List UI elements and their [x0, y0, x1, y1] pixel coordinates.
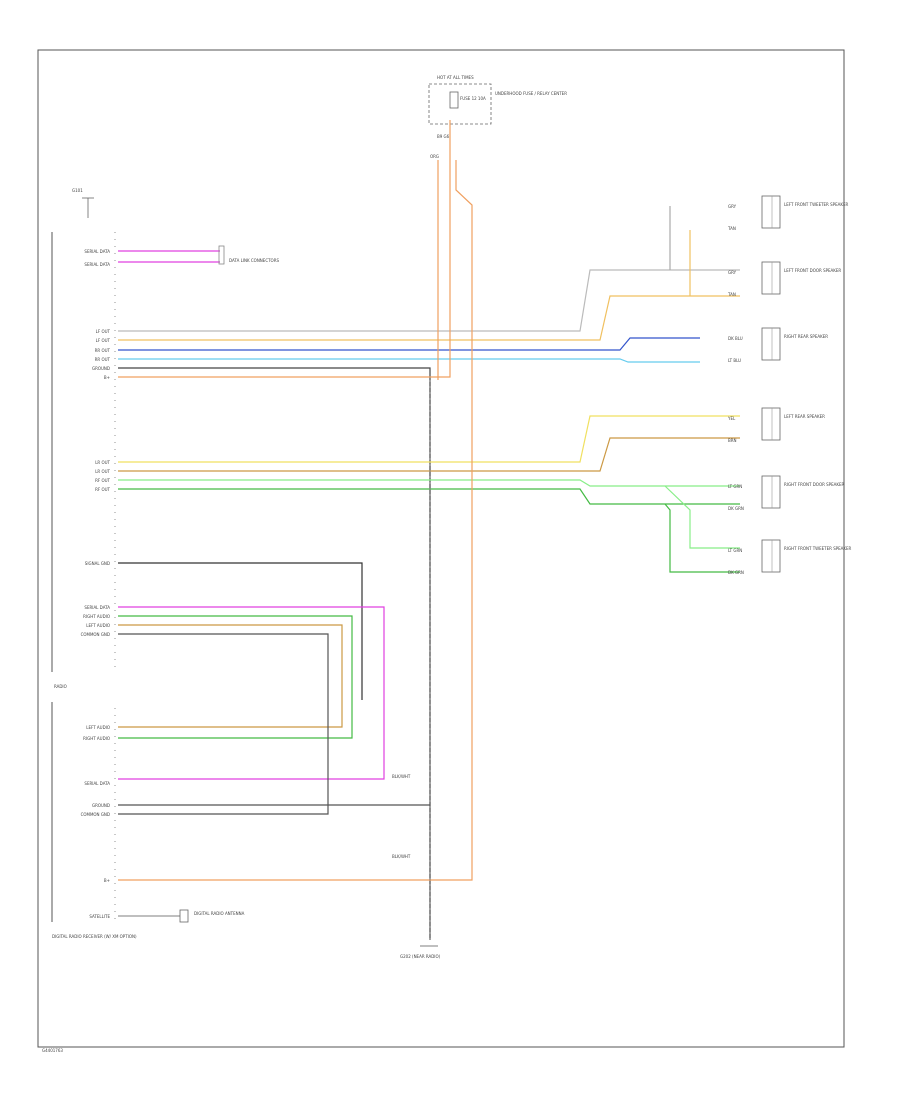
radio-pin-label: RR OUT — [95, 357, 111, 362]
radio-pin-label: RF OUT — [95, 478, 110, 483]
wire — [118, 367, 431, 940]
fuse-box — [428, 83, 492, 125]
speaker: LEFT REAR SPEAKER YEL BRN — [727, 407, 825, 443]
radio-pin-label: LEFT AUDIO — [86, 623, 110, 628]
fuse-element — [449, 91, 459, 109]
ground-top: G101 — [72, 188, 94, 218]
fuse-header: HOT AT ALL TIMES — [437, 75, 474, 80]
speaker: LEFT FRONT DOOR SPEAKER GRY TAN — [727, 261, 841, 297]
radio-pin-label: SERIAL DATA — [84, 262, 110, 267]
diagram-frame — [37, 49, 845, 1048]
radio-pin-label: SIGNAL GND — [85, 561, 110, 566]
receiver-pin-label: COMMON GND — [81, 812, 110, 817]
wire — [118, 437, 740, 472]
radio-pin-label: SERIAL DATA — [84, 605, 110, 610]
wire — [664, 503, 740, 573]
receiver-pin-label: LEFT AUDIO — [86, 725, 110, 730]
wire — [118, 120, 451, 378]
fuse-block: HOT AT ALL TIMES FUSE 12 10A UNDERHOOD F… — [428, 75, 567, 159]
radio-pin-label: GROUND — [92, 366, 110, 371]
speaker: LEFT FRONT TWEETER SPEAKER GRY TAN — [727, 195, 848, 231]
wire — [118, 479, 740, 487]
speaker-label: RIGHT FRONT TWEETER SPEAKER — [784, 546, 852, 551]
wire — [118, 160, 473, 881]
speaker-label: LEFT FRONT DOOR SPEAKER — [784, 268, 841, 273]
speaker-wire-label: TAN — [727, 292, 736, 297]
speaker-label: RIGHT FRONT DOOR SPEAKER — [784, 482, 845, 487]
receiver-pin-label: B+ — [104, 878, 110, 883]
ground-top-label: G101 — [72, 188, 83, 193]
data-link-label: DATA LINK CONNECTORS — [229, 258, 279, 263]
wire — [118, 337, 700, 351]
speaker-wire-label: LT GRN — [728, 484, 742, 489]
radio-pin-label: LR OUT — [95, 469, 110, 474]
wire — [118, 633, 329, 815]
radio-pin-label: COMMON GND — [81, 632, 110, 637]
fuse-block-label: UNDERHOOD FUSE / RELAY CENTER — [495, 91, 567, 96]
receiver-pin-labels: LEFT AUDIO RIGHT AUDIO SERIAL DATA GROUND CO… — [81, 725, 111, 919]
speaker-wire-label: GRY — [728, 204, 737, 209]
wires — [118, 120, 740, 940]
fuse-pin-label: B9 G6 — [437, 134, 450, 139]
receiver-pin-label: SERIAL DATA — [84, 781, 110, 786]
wire-tag-1: BLK/WHT — [392, 774, 411, 779]
speaker: RIGHT FRONT TWEETER SPEAKER LT GRN DK GRN — [728, 539, 852, 575]
fuse-wire-color: ORG — [430, 154, 439, 159]
speaker-wire-label: DK BLU — [728, 336, 743, 341]
receiver-connector: DIGITAL RADIO RECEIVER (W/ XM OPTION) — [51, 702, 137, 939]
speaker-wire-label: TAN — [727, 226, 736, 231]
radio-pin-label: RF OUT — [95, 487, 110, 492]
wire — [118, 295, 740, 341]
radio-pin-label: LF OUT — [96, 338, 111, 343]
wire — [118, 415, 740, 463]
radio-pin-label: RR OUT — [95, 348, 111, 353]
footer-code: G4401763 — [42, 1048, 63, 1053]
wire — [118, 488, 740, 505]
antenna-connector — [179, 909, 189, 923]
speaker-label: RIGHT REAR SPEAKER — [784, 334, 828, 339]
speaker-wire-label: DK GRN — [728, 506, 744, 511]
radio-label: RADIO — [54, 684, 67, 689]
speaker-wire-label: GRY — [728, 270, 737, 275]
wire — [664, 485, 740, 549]
radio-pin-labels: SERIAL DATA SERIAL DATA LF OUT LF OUT RR OUT… — [81, 249, 111, 637]
speaker-label: LEFT FRONT TWEETER SPEAKER — [784, 202, 848, 207]
speaker-wire-label: YEL — [727, 416, 736, 421]
speaker-wire-label: DK GRN — [728, 570, 744, 575]
receiver-label: DIGITAL RADIO RECEIVER (W/ XM OPTION) — [52, 934, 137, 939]
wire — [118, 624, 343, 728]
data-link-connector — [218, 245, 225, 265]
receiver-pin-label: SATELLITE — [89, 914, 110, 919]
fuse-label: FUSE 12 10A — [460, 96, 486, 101]
radio-pin-label: LR OUT — [95, 460, 110, 465]
wire — [118, 615, 353, 739]
ground-bottom: G202 (NEAR RADIO) — [400, 945, 441, 959]
wire-tag-2: BLK/WHT — [392, 854, 411, 859]
radio-pin-label: RIGHT AUDIO — [83, 614, 110, 619]
antenna-label: DIGITAL RADIO ANTENNA — [194, 911, 245, 916]
speaker-wire-label: LT BLU — [728, 358, 741, 363]
ground-bottom-label: G202 (NEAR RADIO) — [400, 954, 441, 959]
radio-pin-label: SERIAL DATA — [84, 249, 110, 254]
speaker: RIGHT FRONT DOOR SPEAKER LT GRN DK GRN — [728, 475, 845, 511]
wire — [118, 358, 700, 363]
radio-pin-label: LF OUT — [96, 329, 111, 334]
wire — [118, 606, 385, 780]
wire — [118, 562, 363, 700]
receiver-pin-label: RIGHT AUDIO — [83, 736, 110, 741]
radio-connector: RADIO — [51, 232, 116, 689]
speaker-label: LEFT REAR SPEAKER — [784, 414, 825, 419]
speaker-wire-label: LT GRN — [728, 548, 742, 553]
wire — [118, 269, 740, 332]
antenna: DIGITAL RADIO ANTENNA — [118, 909, 245, 923]
radio-pin-label: B+ — [104, 375, 110, 380]
speaker-wire-label: BRN — [728, 438, 737, 443]
receiver-pin-label: GROUND — [92, 803, 110, 808]
speaker: RIGHT REAR SPEAKER DK BLU LT BLU — [728, 327, 828, 363]
